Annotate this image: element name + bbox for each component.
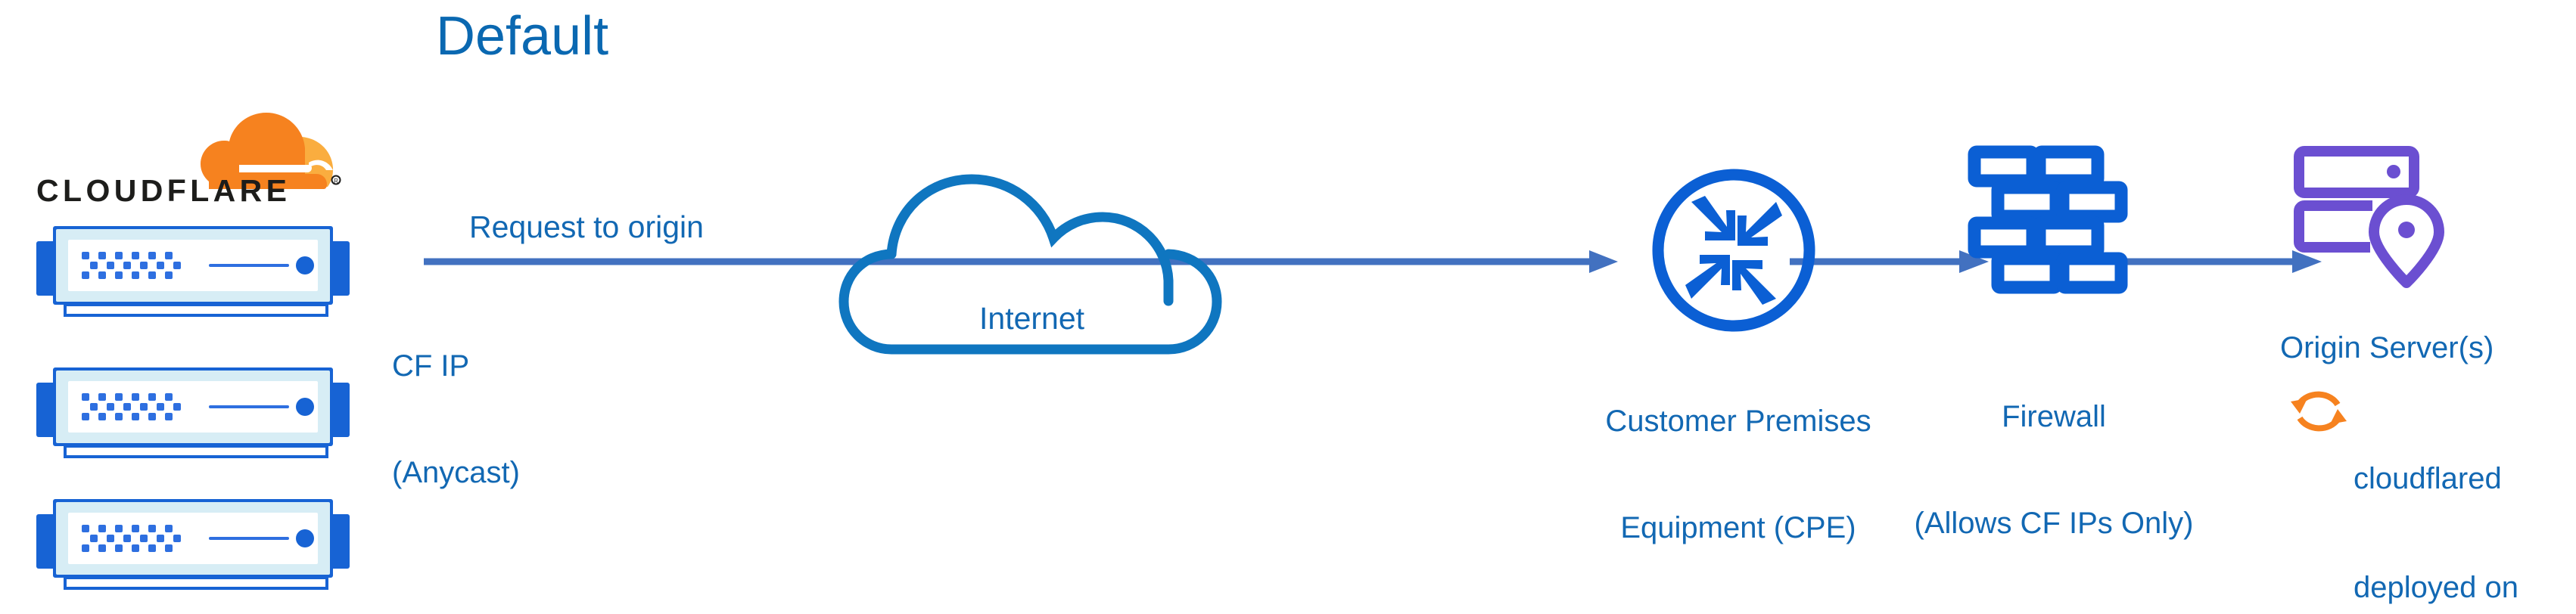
cloudflare-logo-icon (176, 100, 342, 198)
brick-wall-icon (1968, 145, 2128, 298)
label-firewall: Firewall (Allows CF IPs Only) (1896, 328, 2211, 612)
label-origin-server: Origin Server(s) (2280, 331, 2494, 364)
page-title: Default (436, 6, 609, 67)
label-internet: Internet (979, 301, 1085, 336)
label-firewall-line2: (Allows CF IPs Only) (1914, 507, 2194, 540)
label-request-to-origin: Request to origin (469, 209, 704, 244)
label-cf-ip: CF IP (Anycast) (392, 278, 520, 562)
svg-text:R: R (334, 178, 338, 185)
cloud-icon (835, 106, 1290, 355)
label-cloudflared-line2: deployed on (2354, 571, 2518, 604)
cloudflare-wordmark: CLOUDFLARE R (36, 172, 342, 210)
label-firewall-line1: Firewall (2002, 400, 2106, 433)
label-cpe-line2: Equipment (CPE) (1620, 511, 1856, 544)
connector-cpe-to-firewall (1790, 247, 1990, 277)
label-cf-ip-line1: CF IP (392, 349, 470, 383)
origin-server-icon (2293, 145, 2452, 289)
label-cloudflared: cloudflared deployed on servers (2354, 388, 2518, 614)
label-cloudflared-line1: cloudflared (2354, 462, 2502, 495)
cloudflare-server-stack-icon (30, 357, 356, 463)
label-cpe-line1: Customer Premises (1605, 405, 1871, 438)
label-cf-ip-line2: (Anycast) (392, 456, 520, 489)
cloudflare-server-stack-icon (30, 216, 356, 321)
cloudflare-server-stack-icon (30, 488, 356, 594)
connector-firewall-to-origin (2123, 247, 2323, 277)
connector-edge-to-cpe (424, 247, 1619, 277)
sync-arrows-icon (2289, 382, 2348, 441)
label-cpe: Customer Premises Equipment (CPE) (1572, 333, 1905, 614)
router-icon (1650, 166, 1818, 334)
svg-text:CLOUDFLARE: CLOUDFLARE (36, 173, 291, 208)
